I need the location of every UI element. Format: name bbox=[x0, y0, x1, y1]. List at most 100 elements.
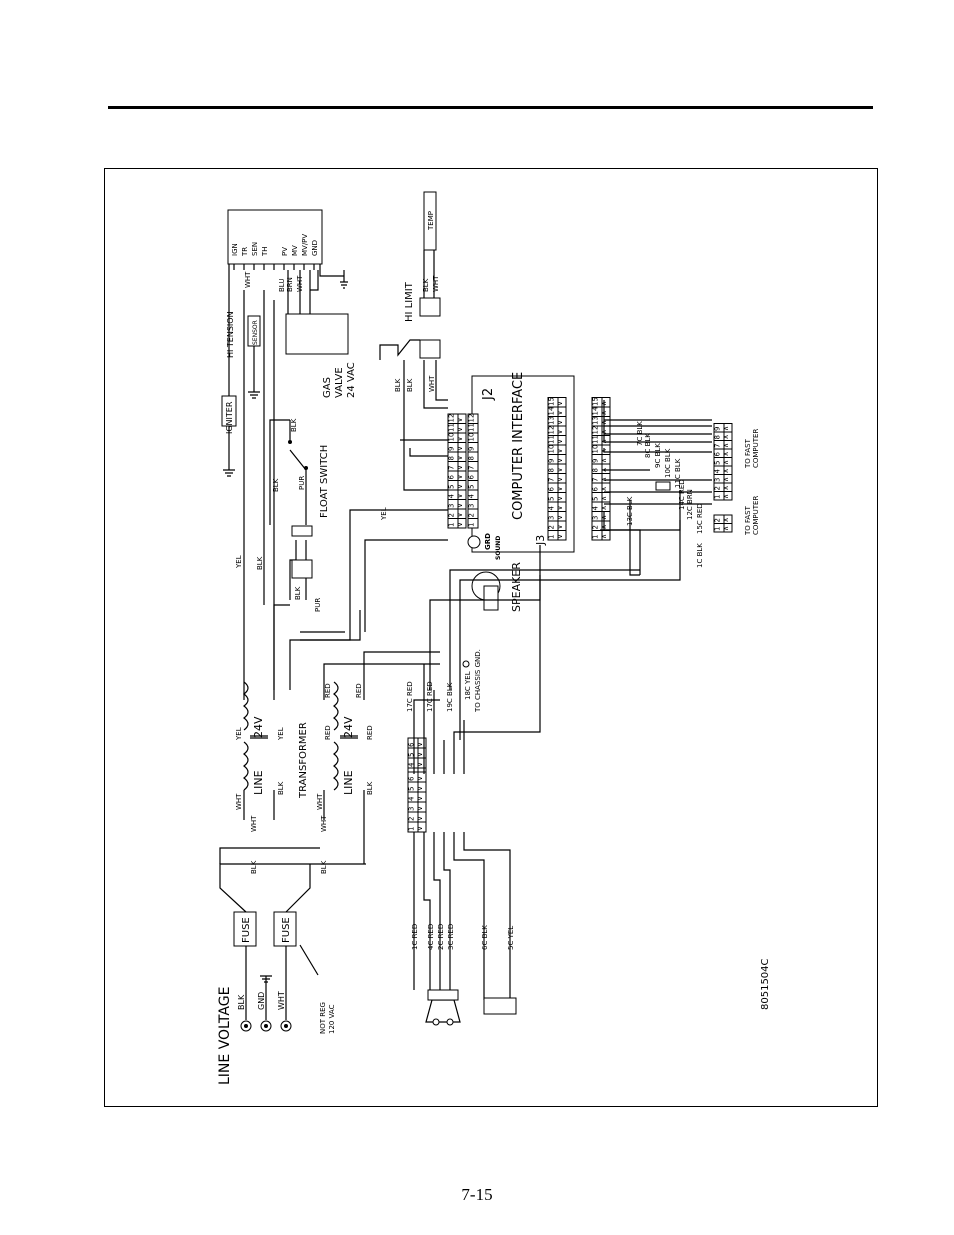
pin-symbol: ∨ bbox=[456, 465, 464, 470]
pin-symbol: ∨ bbox=[556, 534, 564, 539]
svg-text:GND: GND bbox=[257, 992, 266, 1010]
j3-wire-label: 15C RED bbox=[696, 503, 704, 534]
transformer-1: LINE 24V WHT BLK YEL YEL bbox=[235, 681, 285, 820]
pin-number: 6 bbox=[468, 475, 476, 480]
pin-symbol: ∨ bbox=[456, 446, 464, 451]
pin-number: 11 bbox=[448, 423, 456, 432]
j3-wire-label: 8C BLK bbox=[644, 433, 652, 458]
pin-symbol: ∨ bbox=[416, 752, 424, 757]
pin-number: 9 bbox=[592, 459, 600, 463]
pin-number: 12 bbox=[448, 414, 456, 423]
pin-number: 6 bbox=[592, 487, 600, 492]
svg-text:BLK: BLK bbox=[237, 994, 246, 1010]
pin-number: 2 bbox=[448, 513, 456, 517]
fast-computer-connector-a: 1∧2∧3∧4∧5∧6∧7∧8∧9∧ bbox=[713, 423, 733, 501]
float-connector bbox=[291, 559, 313, 579]
svg-text:COMPUTER: COMPUTER bbox=[752, 429, 760, 468]
pin-number: 3 bbox=[592, 516, 600, 520]
pin-symbol: ∧ bbox=[722, 426, 730, 431]
pin-symbol: ∧ bbox=[600, 505, 608, 510]
j3-wire-label: 11C BLK bbox=[674, 458, 682, 488]
connector-jack bbox=[483, 997, 517, 1015]
j3-wire-label: 9C BLK bbox=[654, 443, 662, 468]
svg-text:COMPUTER: COMPUTER bbox=[752, 496, 760, 535]
pin-symbol: ∨ bbox=[556, 401, 564, 406]
pin-number: 1 bbox=[548, 535, 556, 539]
pin-number: 9 bbox=[548, 459, 556, 463]
pin-symbol: ∨ bbox=[416, 806, 424, 811]
pin-number: 2 bbox=[408, 817, 416, 821]
j3-connector: 1∨2∨3∨4∨5∨6∨7∨8∨9∨10∨11∨12∨13∨14∨15∨ bbox=[547, 397, 567, 541]
pin-symbol: ∨ bbox=[416, 816, 424, 821]
svg-text:HI TENSION: HI TENSION bbox=[226, 311, 235, 358]
pin-number: 11 bbox=[592, 435, 600, 444]
pin-socket bbox=[417, 771, 427, 783]
line-voltage-label: LINE VOLTAGE bbox=[217, 987, 233, 1085]
pin-number: 10 bbox=[448, 433, 456, 442]
svg-text:LINE: LINE bbox=[342, 770, 355, 795]
svg-text:RED: RED bbox=[355, 683, 363, 698]
pin-number: 5 bbox=[714, 461, 722, 465]
pin-number: 3 bbox=[548, 516, 556, 520]
svg-text:BLK: BLK bbox=[256, 556, 264, 570]
pin-socket bbox=[601, 397, 611, 408]
pin-symbol: ∨ bbox=[556, 467, 564, 472]
pin-socket bbox=[723, 423, 733, 433]
ignition-terminal-label: IGN bbox=[231, 243, 239, 256]
pin-socket bbox=[417, 737, 427, 749]
pin-number: 6 bbox=[408, 776, 416, 781]
pin-symbol: ∧ bbox=[722, 477, 730, 482]
pin-number: 5 bbox=[592, 497, 600, 501]
svg-text:18C YEL: 18C YEL bbox=[464, 671, 472, 700]
svg-text:PUR: PUR bbox=[298, 476, 306, 490]
pin-number: 4 bbox=[548, 506, 556, 511]
pin-number: 15 bbox=[592, 397, 600, 406]
svg-text:WHT: WHT bbox=[320, 815, 328, 832]
pin-number: 8 bbox=[592, 468, 600, 472]
pin-number: 5 bbox=[448, 485, 456, 489]
pin-cell bbox=[467, 413, 479, 424]
svg-text:WHT: WHT bbox=[428, 375, 436, 392]
svg-text:FUSE: FUSE bbox=[241, 917, 252, 943]
svg-text:TO FAST: TO FAST bbox=[744, 438, 752, 469]
pin-symbol: ∨ bbox=[456, 503, 464, 508]
diagram-frame bbox=[104, 168, 878, 1107]
svg-text:BLK: BLK bbox=[290, 418, 298, 432]
pin-number: 2 bbox=[714, 486, 722, 490]
ignition-terminal-label: TH bbox=[261, 246, 269, 257]
speaker: SPEAKER bbox=[471, 562, 523, 612]
pin-symbol: ∧ bbox=[722, 526, 730, 531]
svg-text:TEMP: TEMP bbox=[427, 211, 435, 231]
svg-text:24V: 24V bbox=[252, 716, 265, 738]
temp-probe bbox=[423, 191, 437, 251]
svg-text:SPEAKER: SPEAKER bbox=[510, 562, 523, 612]
pin-symbol: ∨ bbox=[556, 429, 564, 434]
pin-symbol: ∨ bbox=[416, 776, 424, 781]
pin-number: 9 bbox=[714, 427, 722, 431]
pin-number: 4 bbox=[714, 469, 722, 474]
pin-symbol: ∨ bbox=[556, 486, 564, 491]
harness-wire-label: 17C RED bbox=[426, 681, 434, 712]
svg-text:BLK: BLK bbox=[277, 781, 285, 795]
svg-text:TO FAST: TO FAST bbox=[744, 505, 752, 536]
pin-symbol: ∨ bbox=[456, 455, 464, 460]
pin-number: 1 bbox=[714, 527, 722, 531]
pin-symbol: ∨ bbox=[416, 796, 424, 801]
transformer-label: TRANSFORMER bbox=[298, 722, 309, 799]
pin-symbol: ∨ bbox=[556, 477, 564, 482]
svg-text:BLK: BLK bbox=[422, 278, 430, 292]
svg-text:24V: 24V bbox=[342, 716, 355, 738]
pin-symbol: ∧ bbox=[722, 494, 730, 499]
pin-number: 7 bbox=[448, 466, 456, 470]
harness-wire-label: 1C RED bbox=[411, 924, 419, 950]
j3-wire-label: 14C RED bbox=[678, 479, 686, 510]
pin-symbol: ∧ bbox=[600, 486, 608, 491]
pin-symbol: ∨ bbox=[416, 826, 424, 831]
pin-number: 6 bbox=[548, 487, 556, 492]
pin-symbol: ∧ bbox=[600, 458, 608, 463]
pin-number: 10 bbox=[548, 445, 556, 454]
pin-number: 5 bbox=[408, 787, 416, 791]
j3-wire-label: 13C BLK bbox=[626, 496, 634, 526]
pin-symbol: ∨ bbox=[456, 512, 464, 517]
svg-text:TO CHASSIS GND.: TO CHASSIS GND. bbox=[474, 649, 482, 713]
